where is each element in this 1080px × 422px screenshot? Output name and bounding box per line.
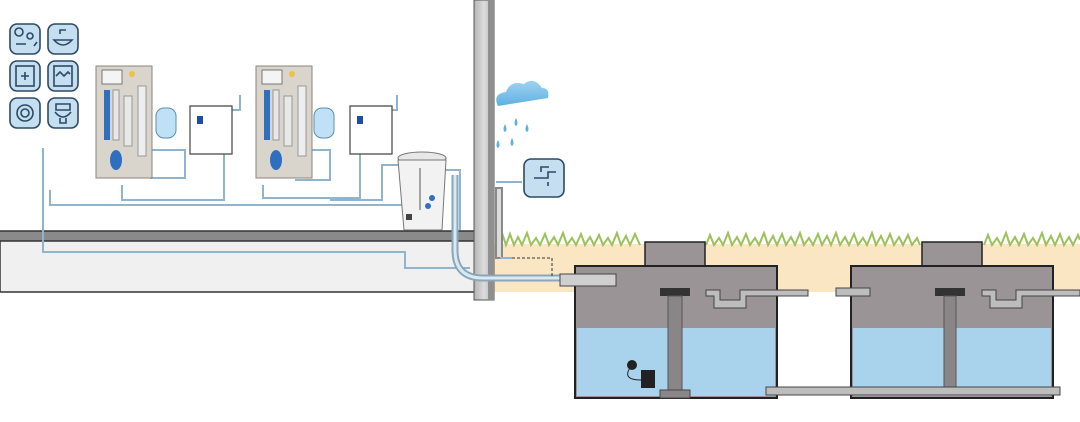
filter-unit-2 [255,65,313,179]
rain-cloud-icon [496,80,549,148]
expansion-tank-1 [155,107,177,139]
indoor-storage-tank [397,151,447,231]
grass-strip [499,230,1080,249]
washing-machine-icon[interactable] [9,97,41,129]
expansion-tank-2 [313,107,335,139]
dishwasher-icon[interactable] [47,60,79,92]
control-box-1 [189,105,233,155]
distribution-box-icon[interactable] [9,60,41,92]
washbasin-icon[interactable] [47,23,79,55]
tank-connector-pipe [765,386,1061,396]
garden-tap-icon[interactable] [523,158,565,198]
underground-tank-2 [835,241,1080,399]
outdoor-pipe [495,181,522,259]
floor-slab [0,231,476,241]
heating-control-icon[interactable] [9,23,41,55]
underground-tank-1 [559,241,809,399]
control-box-2 [349,105,393,155]
filter-unit-1 [95,65,153,179]
toilet-icon[interactable] [47,97,79,129]
legend-icon-grid [9,23,79,129]
floor-foundation [0,240,477,293]
